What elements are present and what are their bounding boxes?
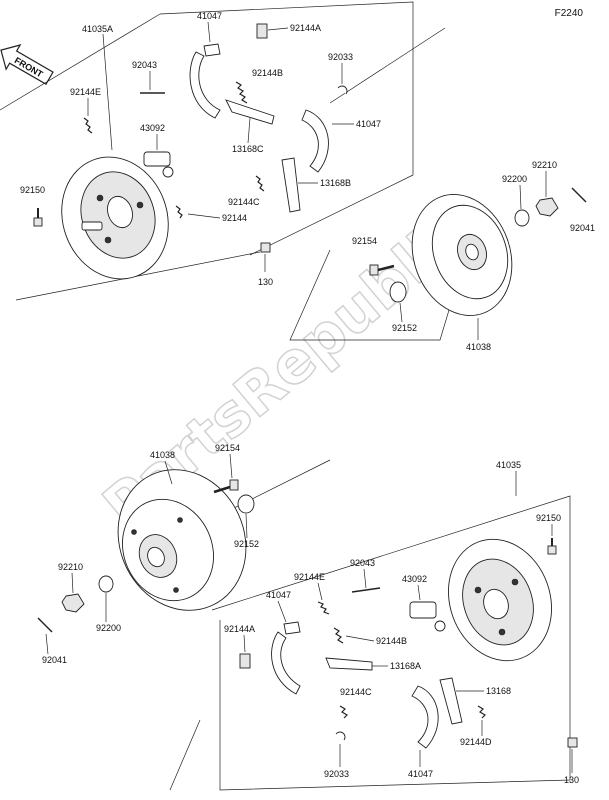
label-lever-13168-bottom: 13168 (486, 686, 511, 696)
brake-drum-bottom (117, 469, 247, 611)
label-bolt-130-top: 130 (258, 277, 273, 287)
label-clip-92033-bottom: 92033 (324, 769, 349, 779)
top-frame-diagonal (0, 13, 161, 111)
label-drum-top: 41038 (466, 342, 491, 352)
bottom-assembly: 41038 92154 92152 92200 92210 92041 (37, 443, 579, 791)
label-spring-92144c-bottom: 92144C (340, 687, 372, 697)
top-assembly: 41035A 92150 92144E 43092 92043 4104 (0, 1, 595, 352)
label-nut-92210-top: 92210 (532, 160, 557, 170)
brake-shoe-top (189, 43, 221, 119)
brake-shoe-right (301, 109, 329, 173)
label-lever-13168a-bottom: 13168A (390, 661, 421, 671)
label-bolt-130-bottom: 130 (564, 775, 579, 785)
label-bolt-92150-top: 92150 (20, 185, 45, 195)
drum-frame-line (289, 249, 456, 341)
washer-92200-top (514, 209, 530, 227)
clip-92144a-top (256, 23, 268, 39)
label-washer-92200-top: 92200 (502, 174, 527, 184)
label-stud-92154-bottom: 92154 (215, 443, 240, 453)
brake-shoe-left (271, 621, 301, 695)
seal-92152-top (389, 281, 407, 303)
label-clip-92144a-top: 92144A (290, 23, 321, 33)
label-washer-92200-bottom: 92200 (96, 623, 121, 633)
label-backplate-bottom: 41035 (496, 460, 521, 470)
lever-13168a-bottom (325, 657, 373, 671)
bolt-130-top (260, 242, 271, 253)
label-seal-92152-top: 92152 (392, 323, 417, 333)
label-spring-92144-top: 92144 (222, 213, 247, 223)
label-nut-92210-bottom: 92210 (58, 562, 83, 572)
label-shoe-top: 41047 (197, 11, 222, 21)
label-cotter-pin-92041-top: 92041 (570, 223, 595, 233)
backplate-bottom (448, 538, 552, 662)
clip-92144a-bottom (239, 653, 251, 669)
lever-13168b-top (281, 157, 301, 213)
washer-92200-bottom (98, 575, 114, 593)
spring-92144-top (175, 205, 183, 219)
label-seal-92152-bottom: 92152 (234, 539, 259, 549)
stud-92154-bottom (213, 479, 239, 494)
label-backplate-top: 41035A (82, 24, 113, 34)
lever-13168-bottom (439, 677, 463, 725)
label-spring-92144e-bottom: 92144E (294, 572, 325, 582)
spring-92144d-bottom (477, 705, 486, 719)
spring-92144c-top (255, 175, 265, 192)
clip-92033-bottom (335, 731, 346, 741)
label-spring-92144e-top: 92144E (70, 87, 101, 97)
nut-92210-bottom (61, 593, 85, 613)
label-clip-92033-top: 92033 (328, 52, 353, 62)
label-wheel-cylinder-top: 43092 (140, 123, 165, 133)
cotter-pin-92041-bottom (37, 617, 53, 633)
clip-92033-top (337, 85, 348, 95)
top-frame-line (159, 1, 414, 256)
pin-92043-bottom (351, 587, 381, 593)
label-shoe-right: 41047 (356, 119, 381, 129)
spring-92144e-bottom (317, 601, 330, 615)
figure-code: F2240 (555, 8, 584, 19)
wheel-cylinder-bottom (409, 601, 446, 632)
label-lever-13168c-top: 13168C (232, 144, 264, 154)
stud-92154-top (369, 264, 395, 276)
label-shoe-bottom: 41047 (408, 769, 433, 779)
label-spring-92144b-bottom: 92144B (376, 636, 407, 646)
label-spring-92144b-top: 92144B (252, 68, 283, 78)
bolt-92150-bottom (547, 538, 557, 555)
label-spring-92144d-bottom: 92144D (460, 737, 492, 747)
spring-92144b-bottom (333, 627, 344, 644)
label-wheel-cylinder-bottom: 43092 (402, 574, 427, 584)
brake-shoe-bottom (411, 685, 439, 749)
backplate-top (61, 156, 169, 280)
label-stud-92154-top: 92154 (352, 236, 377, 246)
lever-13168c-top (225, 99, 275, 125)
label-clip-92144a-bottom: 92144A (224, 624, 255, 634)
label-pin-92043-bottom: 92043 (350, 558, 375, 568)
label-pin-92043-top: 92043 (132, 60, 157, 70)
top-frame-inner (329, 27, 446, 104)
brake-drum-top (411, 194, 513, 316)
seal-92152-bottom (237, 494, 255, 514)
label-cotter-pin-92041-bottom: 92041 (42, 655, 67, 665)
spring-92144c-bottom (339, 705, 348, 719)
bolt-92150-top (33, 208, 43, 227)
label-bolt-92150-bottom: 92150 (536, 513, 561, 523)
cotter-pin-92041-top (571, 187, 587, 203)
spring-92144b-top (235, 81, 248, 104)
nut-92210-top (535, 197, 559, 217)
front-direction-badge: FRONT (0, 44, 54, 86)
wheel-cylinder-top (143, 151, 174, 178)
label-shoe-left: 41047 (266, 590, 291, 600)
bolt-130-bottom (567, 737, 578, 748)
label-lever-13168b-top: 13168B (320, 178, 351, 188)
bottom-frame-line (211, 495, 571, 791)
spring-92144e-top (83, 117, 93, 134)
label-drum-bottom: 41038 (150, 450, 175, 460)
label-spring-92144c-top: 92144C (228, 197, 260, 207)
bottom-frame-diagonal (169, 719, 201, 791)
